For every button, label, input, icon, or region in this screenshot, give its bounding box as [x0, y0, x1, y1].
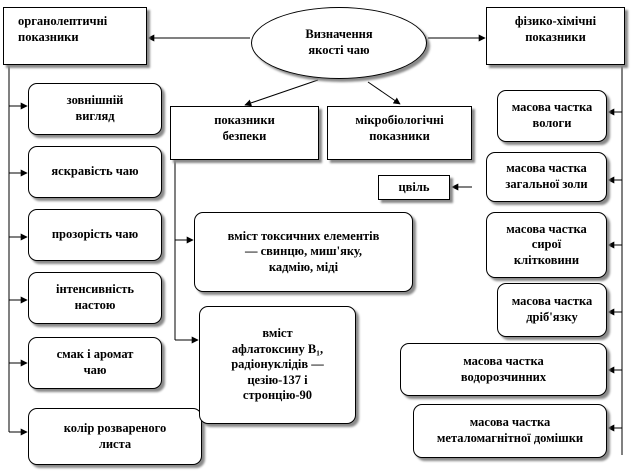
node-leaf-color: колір розвареного листа [28, 408, 202, 465]
node-toxic: вміст токсичних елементів — свинцю, миш'… [194, 212, 413, 292]
arrow-center-safety [244, 79, 319, 107]
node-transparency: прозорість чаю [28, 209, 162, 261]
node-appearance: зовнішній вигляд [28, 83, 162, 135]
node-soluble: масова частка водорозчинних [400, 343, 607, 396]
node-taste: смак і аромат чаю [28, 337, 162, 389]
node-organoleptic: органолептичні показники [3, 7, 147, 65]
node-ferromag: масова частка металомагнітної домішки [413, 404, 607, 458]
node-physchem: фізико-хімічні показники [486, 7, 625, 65]
node-fiber: масова частка сирої клітковини [486, 212, 607, 278]
arrow-center-microbio [367, 81, 401, 105]
node-moisture: масова частка вологи [497, 90, 607, 142]
node-microbio: мікробіологічні показники [327, 106, 472, 160]
node-mold: цвіль [378, 175, 450, 200]
node-aflatoxin: вміст афлатоксину B₁, радіонуклідів — це… [199, 306, 356, 424]
node-safety: показники безпеки [170, 106, 319, 160]
node-intensity: інтенсивність настою [28, 272, 162, 324]
node-ash: масова частка загальної золи [486, 152, 607, 202]
node-dust: масова частка дріб'язку [497, 283, 607, 337]
node-center: Визначення якості чаю [251, 7, 427, 79]
node-brightness: яскравість чаю [28, 146, 162, 198]
